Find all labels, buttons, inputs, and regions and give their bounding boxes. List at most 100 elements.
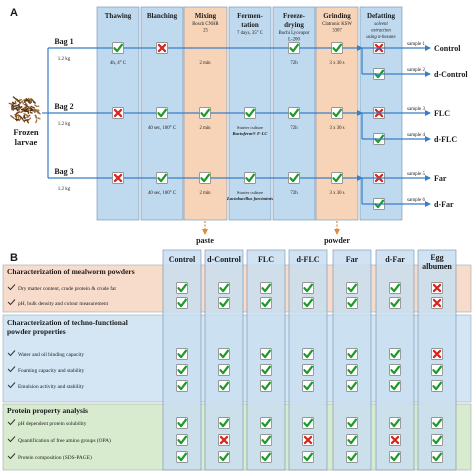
material-label: larvae: [15, 137, 38, 147]
check-icon: [331, 42, 343, 54]
step-note: 2 min: [199, 126, 211, 131]
check-icon: [218, 451, 230, 463]
check-icon: [244, 107, 256, 119]
check-icon: [112, 42, 124, 54]
check-mark: [177, 298, 188, 308]
step-subtitle: 25: [203, 29, 208, 34]
larvae-image: [8, 96, 41, 124]
check-mark: [200, 108, 211, 118]
check-icon: [260, 364, 272, 376]
step-note: 3 x 30 s: [329, 61, 344, 66]
check-icon: [218, 348, 230, 360]
check-icon: [431, 364, 443, 376]
check-mark: [303, 283, 314, 293]
check-mark: [177, 365, 188, 375]
check-icon: [176, 380, 188, 392]
check-icon: [176, 282, 188, 294]
check-mark: [374, 134, 385, 144]
cross-mark: [113, 108, 123, 118]
check-mark: [289, 43, 300, 53]
step-note: Lactobacillus farciminis: [226, 196, 273, 201]
check-mark: [332, 173, 343, 183]
check-mark: [347, 435, 358, 445]
check-icon: [389, 451, 401, 463]
check-icon: [346, 282, 358, 294]
check-icon: [346, 434, 358, 446]
section-title: powder properties: [7, 327, 66, 336]
check-icon: [431, 380, 443, 392]
column-header: d-Control: [207, 255, 241, 264]
check-mark: [261, 418, 272, 428]
check-mark: [390, 365, 401, 375]
check-mark: [432, 381, 443, 391]
check-mark: [177, 435, 188, 445]
larva-stroke: [30, 98, 35, 103]
check-icon: [156, 172, 168, 184]
check-mark: [347, 283, 358, 293]
check-icon: [176, 348, 188, 360]
check-mark: [390, 283, 401, 293]
larva-stroke: [35, 119, 38, 124]
check-mark: [432, 418, 443, 428]
check-mark: [374, 199, 385, 209]
check-icon: [389, 282, 401, 294]
analysis-label: Water and oil binding capacity: [18, 352, 84, 358]
bullet-check: [7, 366, 16, 373]
cross-icon: [302, 434, 314, 446]
check-mark: [347, 365, 358, 375]
check-mark: [303, 365, 314, 375]
column-header: Egg: [430, 253, 443, 262]
check-icon: [176, 364, 188, 376]
check-mark: [390, 452, 401, 462]
cross-mark: [432, 283, 442, 293]
bullet-check-icon: [7, 350, 16, 357]
check-icon: [431, 417, 443, 429]
larva-stroke: [37, 117, 41, 120]
check-mark: [347, 418, 358, 428]
bullet-check: [7, 299, 16, 306]
check-mark: [390, 381, 401, 391]
larva-stroke: [25, 104, 30, 109]
larva-stroke: [18, 108, 21, 112]
check-icon: [260, 434, 272, 446]
check-mark: [177, 283, 188, 293]
check-icon: [389, 297, 401, 309]
check-icon: [260, 282, 272, 294]
check-mark: [261, 365, 272, 375]
section-title: Characterization of techno-functional: [7, 318, 128, 327]
sample-tag: sample 4: [407, 133, 425, 138]
cross-mark: [432, 298, 442, 308]
check-mark: [374, 69, 385, 79]
check-mark: [390, 418, 401, 428]
column-header: FLC: [258, 255, 274, 264]
step-note: 4h, 4° C: [110, 61, 126, 66]
check-icon: [260, 297, 272, 309]
larva-stroke: [19, 117, 23, 120]
step-note: Starter culture: [237, 190, 263, 195]
bag-label: Bag 2: [54, 102, 73, 111]
check-mark: [200, 173, 211, 183]
sample-tag: sample 2: [407, 68, 425, 73]
bag-amount: 1.2 kg: [58, 57, 71, 62]
cross-icon: [431, 282, 443, 294]
bag-label: Bag 1: [54, 37, 73, 46]
check-mark: [289, 108, 300, 118]
bullet-check: [7, 284, 16, 291]
check-icon: [302, 297, 314, 309]
larva-stroke: [15, 107, 19, 112]
bullet-check-icon: [7, 284, 16, 291]
analysis-label: Emulsion activity and stability: [18, 384, 84, 390]
column-header: Far: [346, 255, 359, 264]
cross-icon: [389, 434, 401, 446]
sample-tag: sample 5: [407, 172, 425, 177]
analysis-label: Dry matter content, crude protein & crud…: [18, 285, 116, 292]
step-title: Grinding: [323, 12, 351, 20]
check-mark: [390, 349, 401, 359]
step-note: 2 min: [199, 191, 211, 196]
larva-stroke: [23, 110, 29, 113]
larva-stroke: [14, 118, 21, 121]
step-note: 3 x 30 s: [329, 126, 344, 131]
check-mark: [303, 381, 314, 391]
larva-stroke: [29, 109, 34, 112]
